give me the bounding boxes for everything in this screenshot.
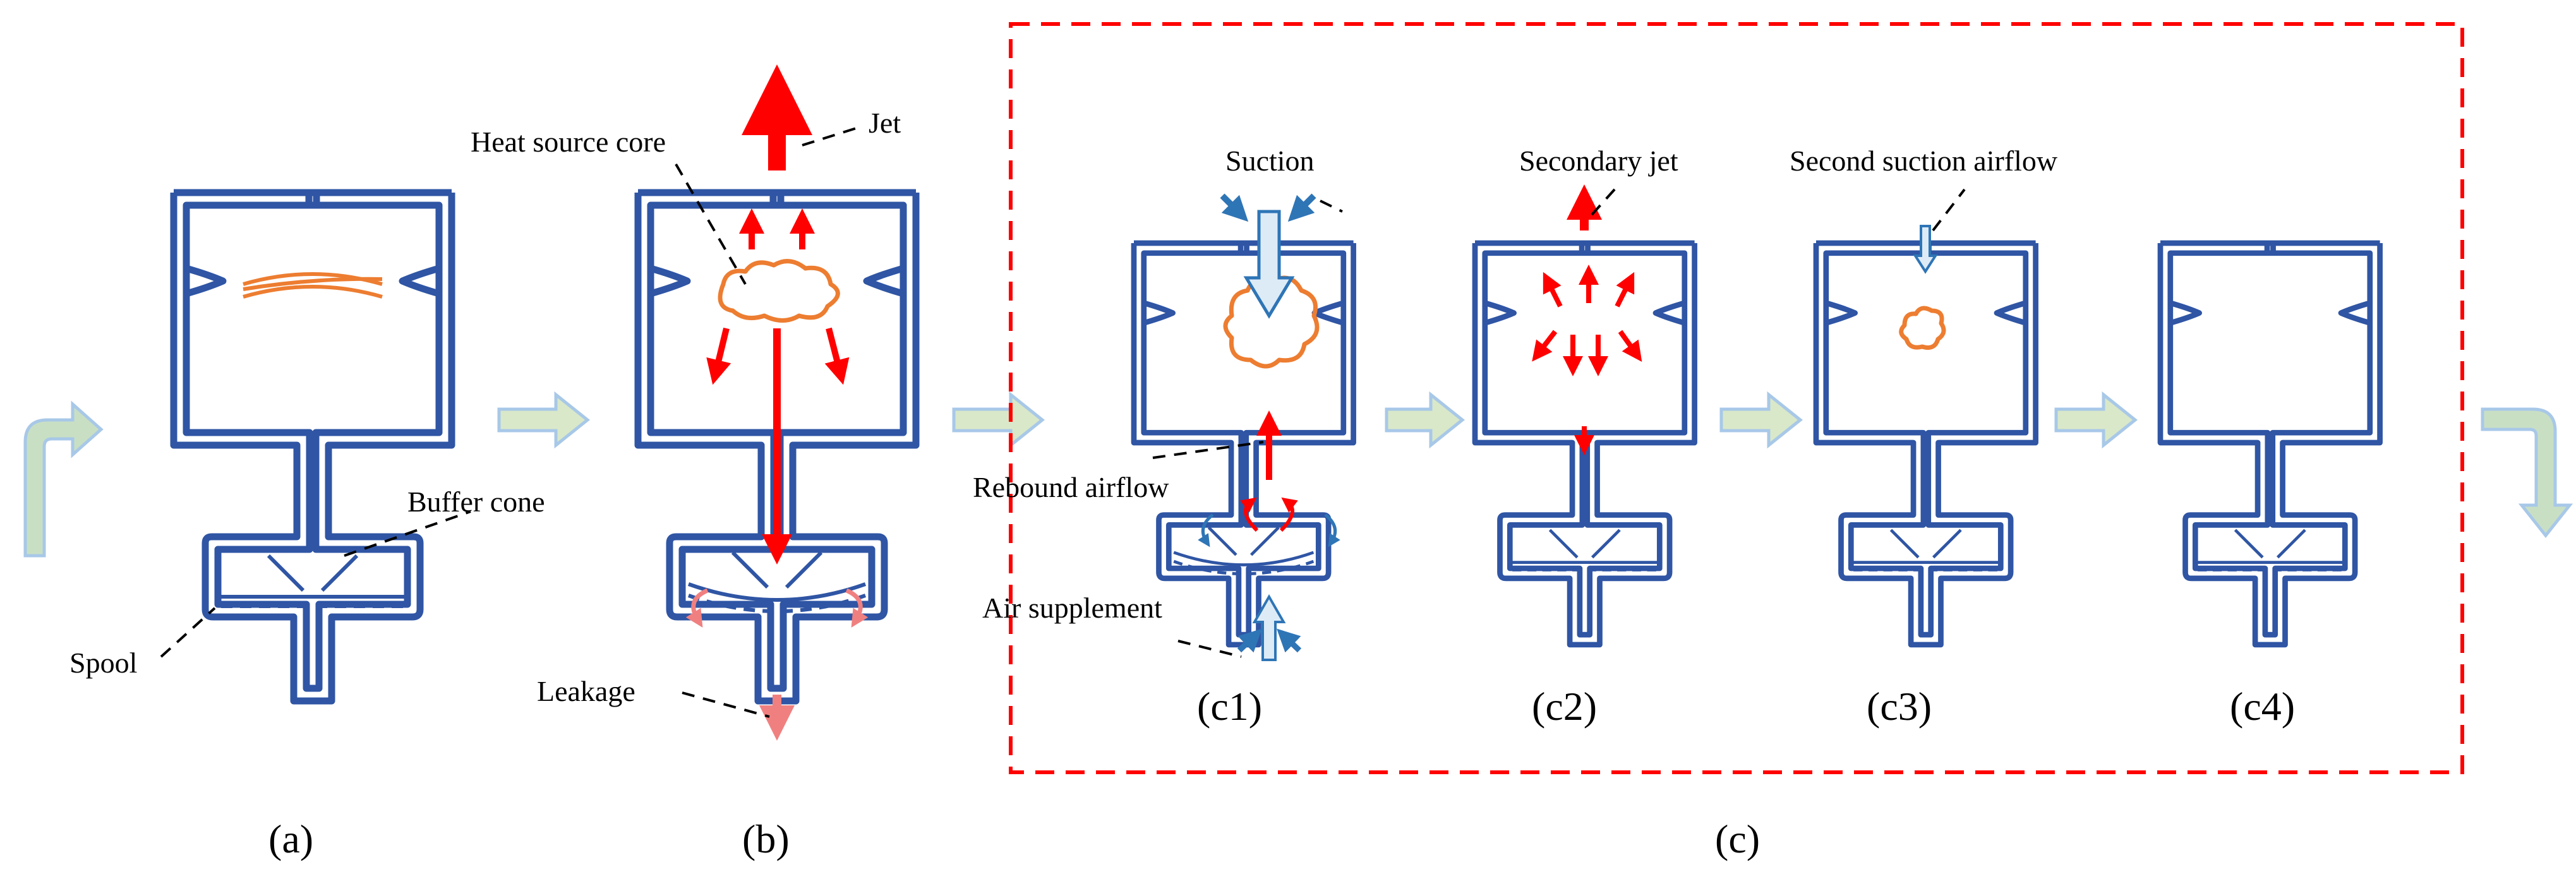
second-suction-arrow bbox=[1913, 225, 1938, 274]
panel-c4: (c4) bbox=[2160, 243, 2380, 729]
buffer-cone-a bbox=[221, 556, 404, 606]
label-second-suction-airflow: Second suction airflow bbox=[1790, 145, 2058, 177]
panel-label-c4: (c4) bbox=[2230, 684, 2295, 729]
panel-c1: Suction Rebound airflow Air supplement (… bbox=[973, 145, 1354, 729]
leader-suction bbox=[1320, 200, 1343, 213]
label-air-supplement: Air supplement bbox=[982, 592, 1162, 624]
arc-discharge-a bbox=[243, 272, 383, 299]
panel-b: Jet Heat source core Leakage (b) bbox=[471, 64, 916, 861]
label-jet: Jet bbox=[869, 107, 901, 139]
stage-arrow-a-b bbox=[497, 391, 591, 449]
stage-arrow-c2-c3 bbox=[1719, 391, 1803, 449]
vessel-a bbox=[174, 193, 452, 701]
buffer-cone-c1 bbox=[1174, 527, 1313, 573]
label-suction: Suction bbox=[1225, 145, 1315, 177]
vessel-c4 bbox=[2160, 243, 2380, 645]
suction-main-arrow bbox=[1243, 210, 1295, 319]
leader-air-supplement bbox=[1177, 640, 1242, 658]
leader-jet bbox=[802, 125, 863, 147]
stage-exit-arrow bbox=[2481, 407, 2573, 539]
buffer-cone-c4 bbox=[2198, 530, 2342, 570]
panel-c2: Secondary jet (c2) bbox=[1475, 145, 1695, 729]
panel-label-c2: (c2) bbox=[1532, 684, 1597, 729]
buffer-cone-c2 bbox=[1512, 530, 1657, 570]
panel-label-c3: (c3) bbox=[1867, 684, 1932, 729]
rebound-swirl-c1 bbox=[1240, 497, 1298, 532]
air-supplement-side-arrows bbox=[1237, 628, 1302, 653]
stage-arrow-b-c bbox=[952, 391, 1045, 449]
air-supplement-main-arrow bbox=[1252, 594, 1286, 661]
vessel-c3 bbox=[1816, 243, 2036, 645]
suction-side-arrows bbox=[1220, 193, 1316, 222]
cushion-swirl-b bbox=[685, 588, 869, 628]
panel-label-c: (c) bbox=[1715, 816, 1760, 861]
panel-a: Buffer cone Spool (a) bbox=[69, 193, 545, 861]
leader-second-suction-airflow bbox=[1932, 188, 1966, 232]
label-buffer-cone: Buffer cone bbox=[407, 486, 545, 518]
panel-label-c1: (c1) bbox=[1197, 684, 1262, 729]
stage-arrow-c1-c2 bbox=[1385, 391, 1466, 449]
cushion-blue-swirl-c1 bbox=[1198, 513, 1340, 547]
heat-flow-arrows-b bbox=[706, 208, 850, 565]
dispersal-arrows-c2 bbox=[1532, 265, 1642, 455]
leader-spool bbox=[160, 607, 216, 658]
leader-buffer-cone bbox=[344, 510, 471, 557]
buffer-cone-c3 bbox=[1853, 530, 1998, 570]
leader-leakage bbox=[682, 691, 770, 718]
label-heat-source-core: Heat source core bbox=[471, 126, 666, 158]
stage-arrow-c3-c4 bbox=[2054, 391, 2138, 449]
label-rebound-airflow: Rebound airflow bbox=[973, 471, 1169, 503]
label-spool: Spool bbox=[69, 647, 137, 679]
stage-enter-arrow bbox=[23, 400, 104, 558]
label-secondary-jet: Secondary jet bbox=[1519, 145, 1678, 177]
panel-label-a: (a) bbox=[268, 816, 313, 861]
heat-source-core-c3 bbox=[1899, 306, 1946, 350]
panel-c3: Second suction airflow (c3) bbox=[1790, 145, 2058, 729]
panel-c-frame bbox=[1009, 22, 2464, 774]
panel-label-b: (b) bbox=[742, 816, 790, 861]
leader-heat-source-core bbox=[675, 163, 747, 285]
heat-source-core-b bbox=[718, 259, 840, 323]
leader-secondary-jet bbox=[1591, 182, 1622, 216]
label-leakage: Leakage bbox=[537, 675, 635, 707]
buffer-cone-b bbox=[689, 553, 865, 611]
leader-rebound-airflow bbox=[1152, 441, 1264, 459]
